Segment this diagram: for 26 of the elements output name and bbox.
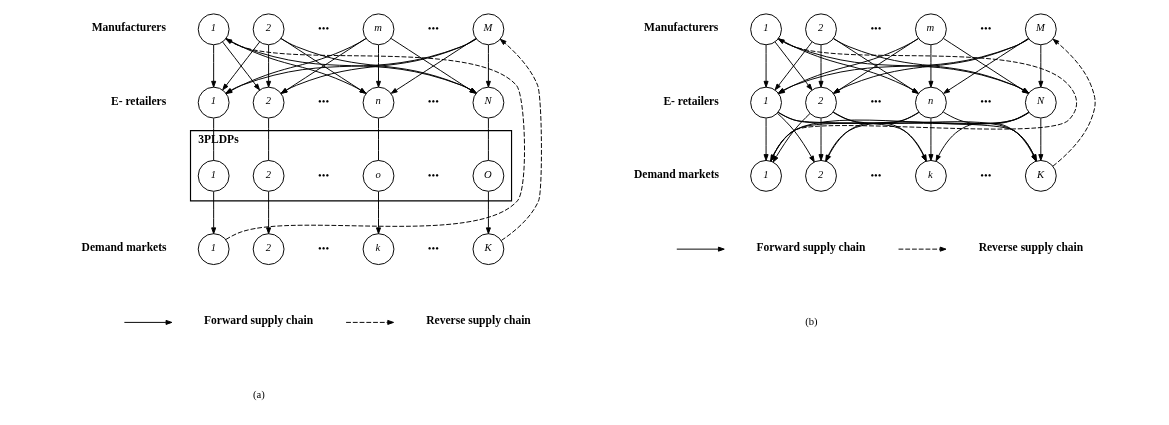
label: ••• bbox=[427, 96, 440, 108]
label: E- retailers bbox=[110, 94, 167, 108]
legend-label: Reverse supply chain bbox=[978, 241, 1084, 255]
label: ••• bbox=[317, 23, 330, 35]
label: ••• bbox=[870, 23, 882, 35]
label: ••• bbox=[317, 169, 330, 181]
label: (b) bbox=[805, 316, 818, 328]
label: ••• bbox=[870, 169, 882, 181]
label: (a) bbox=[253, 389, 265, 401]
label: Manufacturers bbox=[91, 21, 166, 35]
label: ••• bbox=[317, 242, 330, 254]
label: E- retailers bbox=[663, 94, 719, 108]
legend-label: Forward supply chain bbox=[204, 314, 314, 328]
label: ••• bbox=[980, 169, 992, 181]
label: Manufacturers bbox=[644, 21, 719, 35]
label: ••• bbox=[427, 23, 440, 35]
label: ••• bbox=[980, 23, 992, 35]
label: ••• bbox=[980, 96, 992, 108]
label: Demand markets bbox=[633, 167, 719, 181]
label: ••• bbox=[317, 96, 330, 108]
label: ••• bbox=[427, 242, 440, 254]
label: Demand markets bbox=[81, 241, 167, 255]
label: ••• bbox=[427, 169, 440, 181]
legend-label: Forward supply chain bbox=[756, 241, 866, 255]
legend-label: Reverse supply chain bbox=[426, 314, 531, 328]
label: ••• bbox=[870, 96, 882, 108]
